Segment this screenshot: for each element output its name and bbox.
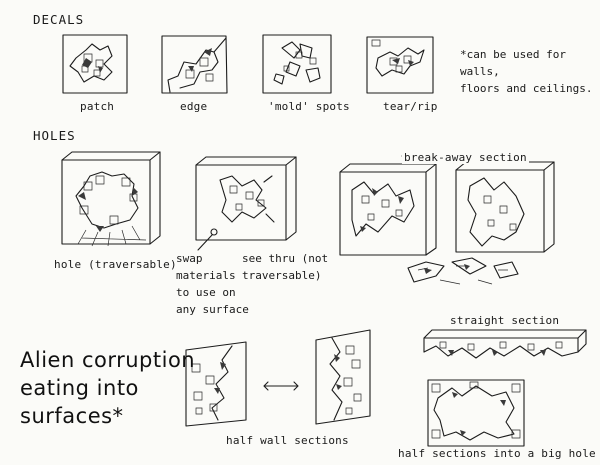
decal-mold-spots-sketch: [262, 34, 332, 94]
swap-note-line-2: materials: [176, 269, 236, 282]
hole-see-thru-sketch: [195, 156, 297, 251]
break-away-label: break-away section: [402, 151, 529, 164]
title-line-2: eating into: [20, 376, 139, 400]
see-thru-note: see thru (not traversable): [242, 250, 328, 284]
hole-traversable-label: hole (traversable): [54, 258, 177, 271]
holes-heading: HOLES: [33, 128, 76, 143]
see-thru-line-1: see thru (not: [242, 252, 329, 265]
decal-label-mold-spots: 'mold' spots: [268, 100, 350, 113]
half-wall-sections-sketch: [185, 329, 371, 427]
half-wall-label: half wall sections: [226, 434, 349, 447]
straight-section-label: straight section: [450, 314, 560, 327]
hole-break-away-sketch: [339, 153, 555, 285]
see-thru-line-2: traversable): [242, 269, 322, 282]
swap-note-line-3: to use on: [176, 286, 236, 299]
swap-note-line-4: any surface: [176, 303, 249, 316]
hole-traversable-sketch: [61, 151, 161, 247]
alien-corruption-title: Alien corruption eating into surfaces*: [20, 346, 195, 430]
decals-note: *can be used for walls, floors and ceili…: [460, 46, 600, 97]
decals-heading: DECALS: [33, 12, 85, 27]
decal-tear-sketch: [366, 36, 434, 94]
decal-label-tear-rip: tear/rip: [383, 100, 438, 113]
swap-materials-note: swap materials to use on any surface: [176, 250, 249, 318]
big-hole-label: half sections into a big hole: [398, 447, 596, 460]
decal-label-patch: patch: [80, 100, 115, 113]
straight-section-sketch: [423, 329, 587, 359]
decals-note-line-2: floors and ceilings.: [460, 82, 593, 95]
decals-note-line-1: *can be used for walls,: [460, 48, 566, 78]
decal-patch-sketch: [62, 34, 128, 94]
title-line-1: Alien corruption: [20, 348, 196, 372]
big-hole-sketch: [427, 379, 525, 447]
title-line-3: surfaces*: [20, 404, 124, 428]
decal-edge-sketch: [161, 35, 228, 94]
swap-note-line-1: swap: [176, 252, 203, 265]
decal-label-edge: edge: [180, 100, 208, 113]
